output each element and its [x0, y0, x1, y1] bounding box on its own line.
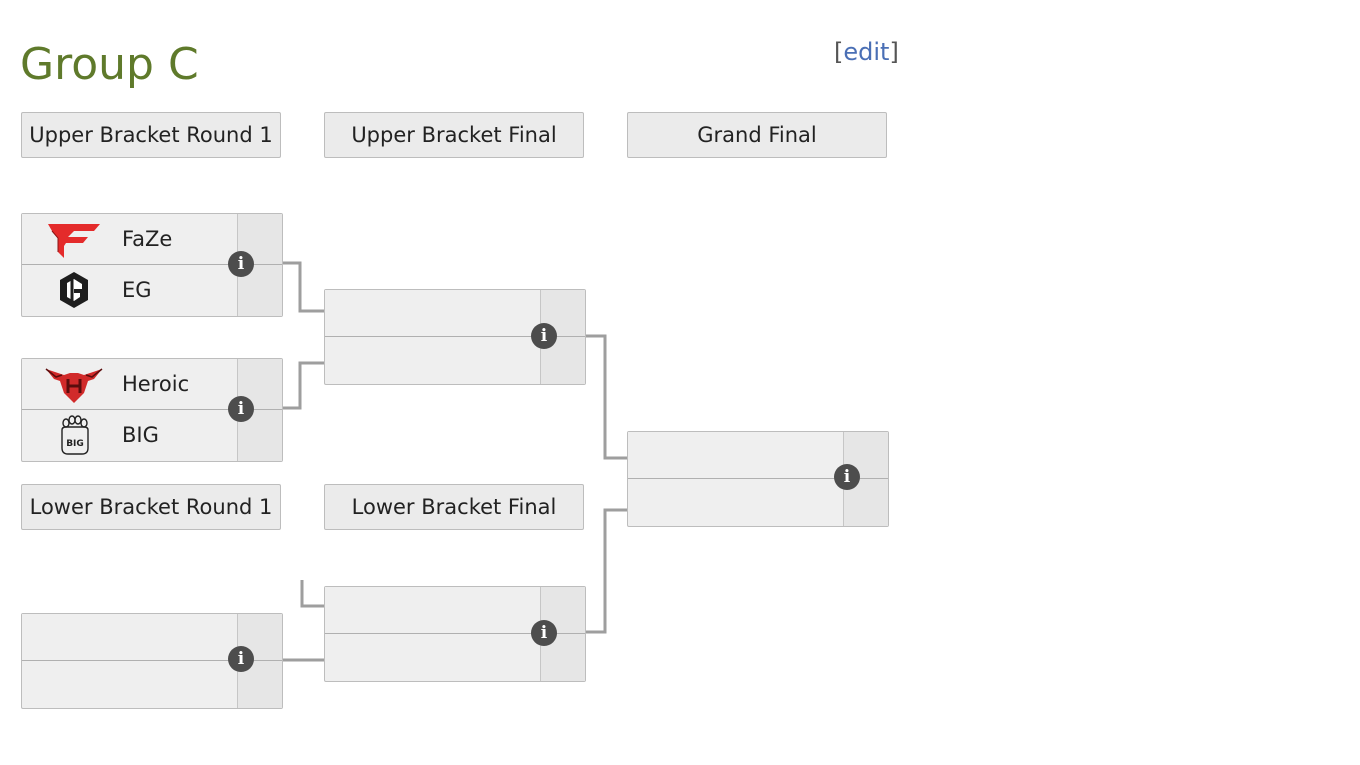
info-icon[interactable]: i	[531, 620, 557, 646]
match-slot-team2[interactable]	[628, 479, 844, 525]
faze-logo	[48, 224, 100, 258]
group-title: Group C	[20, 39, 199, 90]
edit-bracket-open: [	[834, 38, 844, 66]
round-header-upper-round-1: Upper Bracket Round 1	[21, 112, 281, 158]
match-slot-team1[interactable]: Heroic	[22, 359, 238, 410]
match-slot-team1[interactable]	[628, 432, 844, 479]
match-lower-final[interactable]: i	[324, 586, 586, 682]
round-header-grand-final: Grand Final	[627, 112, 887, 158]
match-upper-round-1-1[interactable]: FaZe EG i	[21, 213, 283, 317]
info-icon[interactable]: i	[228, 396, 254, 422]
eg-logo	[60, 272, 88, 308]
heroic-logo	[45, 368, 103, 403]
match-slot-team1[interactable]: FaZe	[22, 214, 238, 265]
round-header-lower-final: Lower Bracket Final	[324, 484, 584, 530]
big-logo: BIG	[61, 415, 89, 455]
round-header-lower-round-1: Lower Bracket Round 1	[21, 484, 281, 530]
match-slot-team2[interactable]	[325, 634, 541, 680]
edit-bracket-close: ]	[889, 38, 899, 66]
team-name: BIG	[122, 423, 159, 447]
match-slot-team2[interactable]: BIG BIG	[22, 410, 238, 460]
match-slot-team2[interactable]: EG	[22, 265, 238, 315]
edit-section: [edit]	[834, 36, 899, 68]
match-slot-team2[interactable]	[325, 337, 541, 383]
match-lower-round-1[interactable]: i	[21, 613, 283, 709]
team-name: Heroic	[122, 372, 190, 396]
svg-text:BIG: BIG	[66, 439, 84, 449]
match-upper-round-1-2[interactable]: Heroic BIG BIG i	[21, 358, 283, 462]
match-slot-team1[interactable]	[325, 587, 541, 634]
match-grand-final[interactable]: i	[627, 431, 889, 527]
team-name: FaZe	[122, 227, 173, 251]
match-slot-team2[interactable]	[22, 661, 238, 707]
info-icon[interactable]: i	[228, 251, 254, 277]
match-upper-final[interactable]: i	[324, 289, 586, 385]
info-icon[interactable]: i	[228, 646, 254, 672]
match-slot-team1[interactable]	[325, 290, 541, 337]
info-icon[interactable]: i	[531, 323, 557, 349]
round-header-upper-final: Upper Bracket Final	[324, 112, 584, 158]
match-slot-team1[interactable]	[22, 614, 238, 661]
team-name: EG	[122, 278, 152, 302]
info-icon[interactable]: i	[834, 464, 860, 490]
edit-link[interactable]: edit	[843, 38, 890, 66]
